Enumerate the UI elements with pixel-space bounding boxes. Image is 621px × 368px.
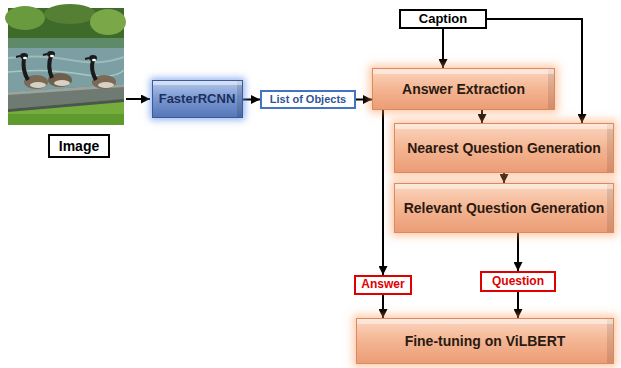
detector-box: FasterRCNN bbox=[152, 80, 243, 118]
flow-arrow bbox=[243, 99, 261, 101]
flow-arrow bbox=[356, 99, 372, 101]
box-text: Caption bbox=[419, 12, 467, 27]
process-box: Relevant Question Generation bbox=[394, 183, 614, 233]
output-box: Question bbox=[480, 271, 556, 292]
box-text: Answer bbox=[361, 278, 404, 292]
process-box: Nearest Question Generation bbox=[394, 123, 614, 173]
flow-arrow bbox=[517, 292, 519, 318]
caption-box: Caption bbox=[399, 9, 487, 29]
image-label-box: Image bbox=[48, 134, 110, 158]
box-text: List of Objects bbox=[270, 93, 346, 106]
data-box: List of Objects bbox=[260, 90, 356, 109]
box-text: Fine-tuning on ViLBERT bbox=[405, 333, 566, 349]
flow-arrow bbox=[503, 173, 505, 183]
flow-arrow bbox=[382, 295, 384, 318]
photo-arrow bbox=[126, 98, 150, 100]
box-text: Question bbox=[492, 275, 544, 289]
process-box: Fine-tuning on ViLBERT bbox=[356, 318, 614, 364]
box-text: Relevant Question Generation bbox=[404, 200, 605, 216]
flow-arrow bbox=[442, 29, 444, 68]
output-box: Answer bbox=[354, 275, 412, 295]
box-text: Image bbox=[59, 138, 99, 154]
goose-photo bbox=[5, 4, 126, 125]
box-text: Answer Extraction bbox=[402, 81, 525, 97]
process-box: Answer Extraction bbox=[372, 68, 555, 110]
flow-arrow bbox=[481, 110, 483, 123]
box-text: FasterRCNN bbox=[159, 92, 236, 107]
flow-arrow bbox=[382, 110, 384, 275]
flow-arrow bbox=[517, 233, 519, 271]
box-text: Nearest Question Generation bbox=[407, 140, 601, 156]
